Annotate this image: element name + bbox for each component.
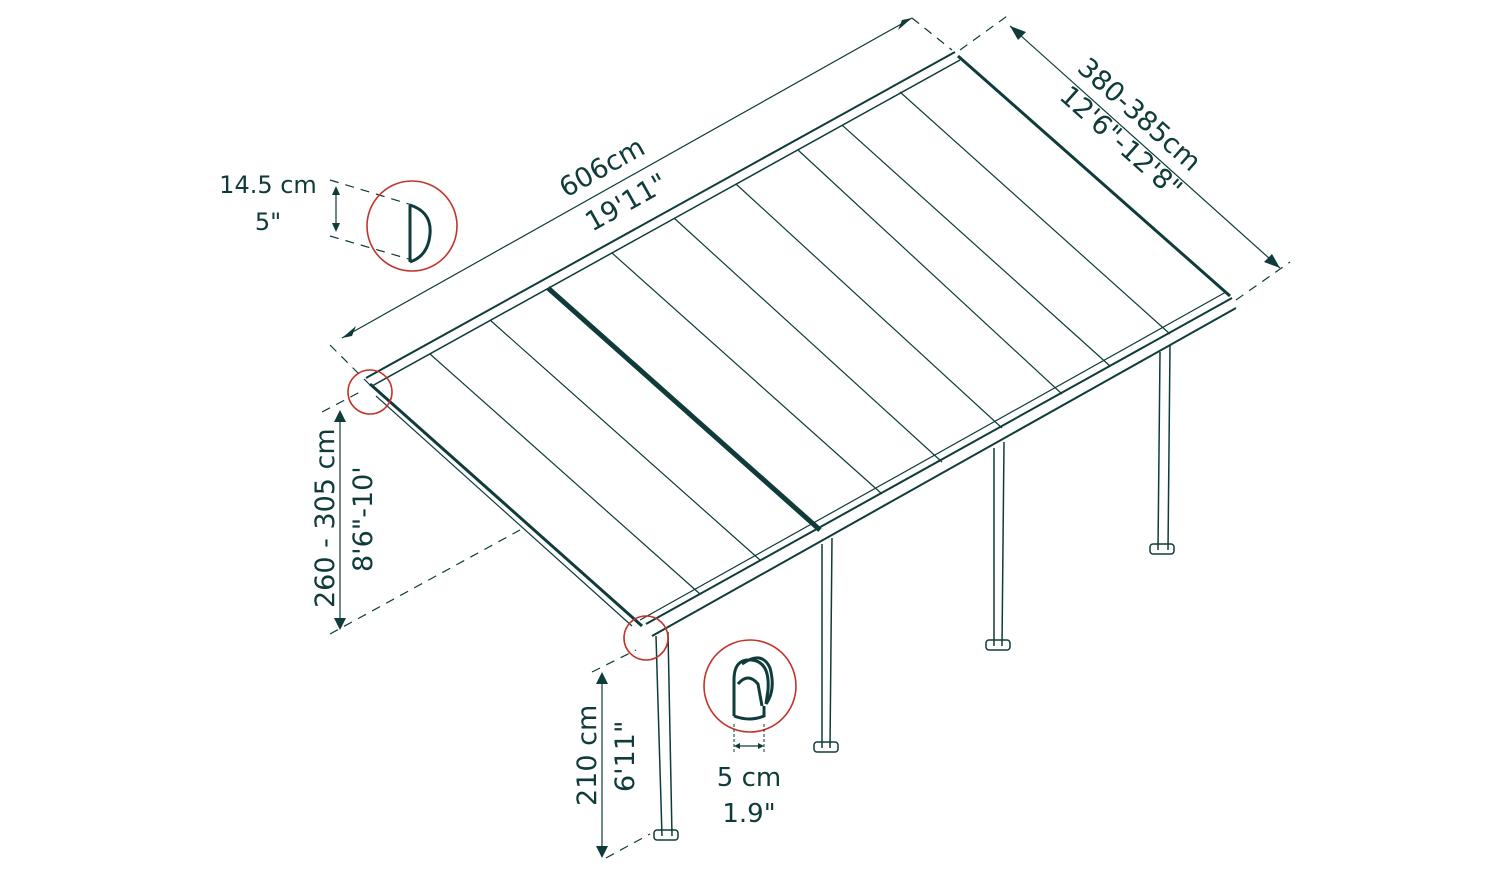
front-corner-callout-circle <box>623 615 669 661</box>
post-callout-circle <box>703 639 797 733</box>
post-3 <box>985 441 1011 651</box>
gutter-profile-callout: 14.5 cm 5" <box>219 171 458 272</box>
length-dimension: 606cm 19'11" <box>329 17 953 386</box>
post-width-metric-label: 5 cm <box>717 763 781 793</box>
gutter-profile-icon <box>408 203 432 264</box>
post-height-metric-label: 210 cm <box>572 705 603 806</box>
post-4 <box>1149 345 1175 555</box>
wall-height-imperial-label: 8'6"-10' <box>348 466 379 572</box>
post-height-imperial-label: 6'11" <box>610 721 641 792</box>
roof <box>365 51 1237 637</box>
wall-bracket-callout-circle <box>347 369 393 415</box>
post-1 <box>653 631 679 841</box>
wall-height-dimension: 260 - 305 cm 8'6"-10' <box>310 369 521 635</box>
gutter-imperial-label: 5" <box>255 208 281 236</box>
post-width-imperial-label: 1.9" <box>722 799 775 829</box>
post-profile-callout: 5 cm 1.9" <box>703 639 797 829</box>
posts <box>653 345 1175 841</box>
gutter-callout-circle <box>366 180 458 272</box>
wall-height-metric-label: 260 - 305 cm <box>310 428 341 608</box>
post-2 <box>813 537 839 753</box>
gutter-metric-label: 14.5 cm <box>219 171 317 199</box>
depth-dimension: 380-385cm 12'6"-12'8" <box>959 13 1291 301</box>
post-height-dimension: 210 cm 6'11" <box>572 649 651 859</box>
